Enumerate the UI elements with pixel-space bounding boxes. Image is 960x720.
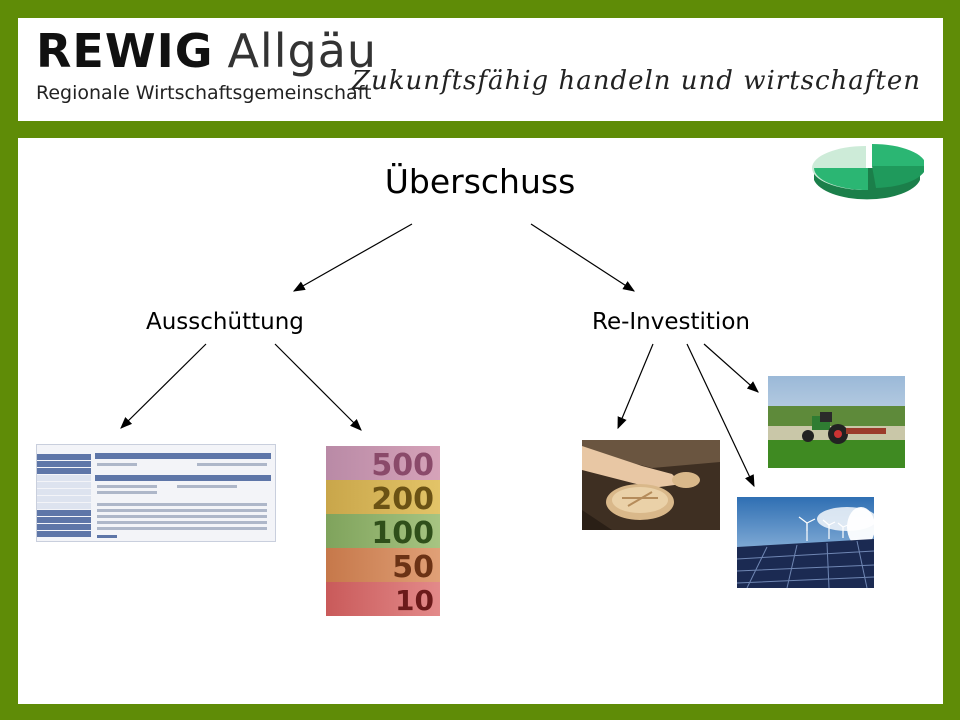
arrow-root-to-reinvestition (530, 223, 636, 292)
bread-baking-photo (582, 440, 720, 530)
arrow-reinvestition-to-solar (686, 343, 755, 488)
brand-name-region: Allgäu (227, 24, 378, 78)
arrow-ausschuettung-to-money (274, 343, 362, 431)
pie-chart-icon (812, 144, 924, 200)
member-account-screenshot (36, 444, 276, 542)
euro-banknotes-photo: 500 200 100 50 10 (326, 446, 440, 616)
diagram-left-label: Ausschüttung (146, 309, 304, 335)
slogan: Zukunftsfähig handeln und wirtschaften (351, 66, 921, 96)
arrow-root-to-ausschuettung (292, 223, 413, 292)
arrow-reinvestition-to-tractor (703, 343, 759, 393)
brand-subtitle: Regionale Wirtschaftsgemeinschaft (36, 82, 372, 104)
tractor-field-photo (768, 376, 905, 468)
diagram-root-label: Überschuss (384, 162, 576, 201)
arrow-reinvestition-to-bread (617, 343, 654, 430)
solar-wind-photo (737, 497, 874, 588)
arrow-ausschuettung-to-screenshot (120, 343, 207, 429)
diagram-right-label: Re-Investition (592, 309, 750, 335)
brand-name-bold: REWIG (36, 24, 214, 78)
